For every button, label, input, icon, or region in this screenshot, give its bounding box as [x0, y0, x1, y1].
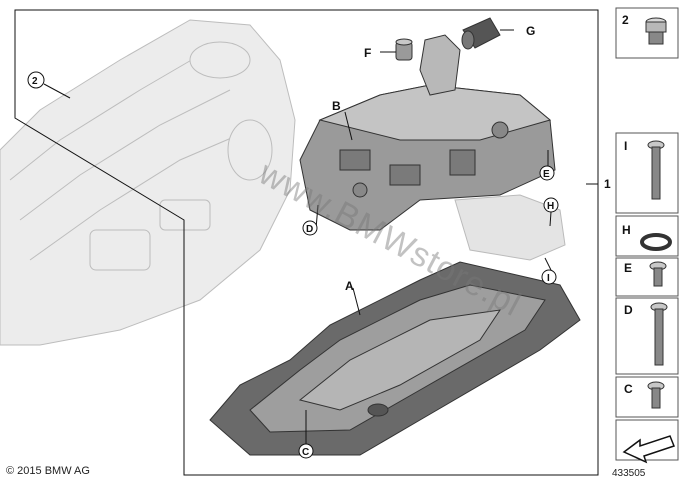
- callout-h-circle: [543, 197, 559, 213]
- panel-box-i: [615, 132, 679, 214]
- callout-b: B: [332, 99, 341, 113]
- callout-d-circle: [302, 220, 318, 236]
- callout-f: F: [364, 46, 371, 60]
- callout-2: 2: [32, 76, 38, 87]
- callout-1: 1: [604, 177, 611, 191]
- panel-label-h: H: [622, 223, 631, 237]
- assembly-frame: [14, 9, 599, 476]
- document-number: 433505: [612, 468, 646, 479]
- panel-box-c: [615, 376, 679, 418]
- plug-icon: [645, 17, 667, 45]
- sensor-ghost: [454, 194, 566, 261]
- screw-icon: [647, 381, 665, 409]
- panel-box-d: [615, 297, 679, 375]
- long-bolt-icon: [647, 140, 665, 200]
- control-unit: [299, 34, 556, 231]
- copyright-text: © 2015 BMW AG: [6, 465, 90, 477]
- short-screw-icon: [649, 261, 667, 287]
- medium-bolt-icon: [650, 302, 668, 366]
- callout-h: H: [547, 201, 554, 212]
- callout-e: E: [543, 169, 550, 180]
- callout-e-circle: [539, 165, 555, 181]
- sleeve-g: [461, 17, 501, 50]
- plug-f: [395, 38, 413, 61]
- callout-a: A: [345, 279, 354, 293]
- panel-label-e: E: [624, 261, 632, 275]
- callout-g: G: [526, 24, 535, 38]
- callout-c: C: [302, 447, 309, 458]
- panel-box-e: [615, 257, 679, 297]
- panel-label-c: C: [624, 382, 633, 396]
- panel-label-2: 2: [622, 13, 629, 27]
- o-ring-icon: [640, 233, 672, 251]
- arrow-icon: [622, 435, 675, 464]
- panel-label-i: I: [624, 139, 627, 153]
- oil-pan: [209, 261, 581, 456]
- callout-c-circle: [298, 443, 314, 459]
- callout-2-circle: [27, 71, 45, 89]
- panel-label-d: D: [624, 303, 633, 317]
- callout-d: D: [306, 224, 313, 235]
- panel-box-2: [615, 7, 679, 59]
- callout-i-circle: [541, 269, 557, 285]
- parts-panel: 2 I H E D C: [615, 7, 679, 464]
- transmission-housing-ghost: [0, 19, 296, 346]
- callout-i: I: [547, 273, 550, 284]
